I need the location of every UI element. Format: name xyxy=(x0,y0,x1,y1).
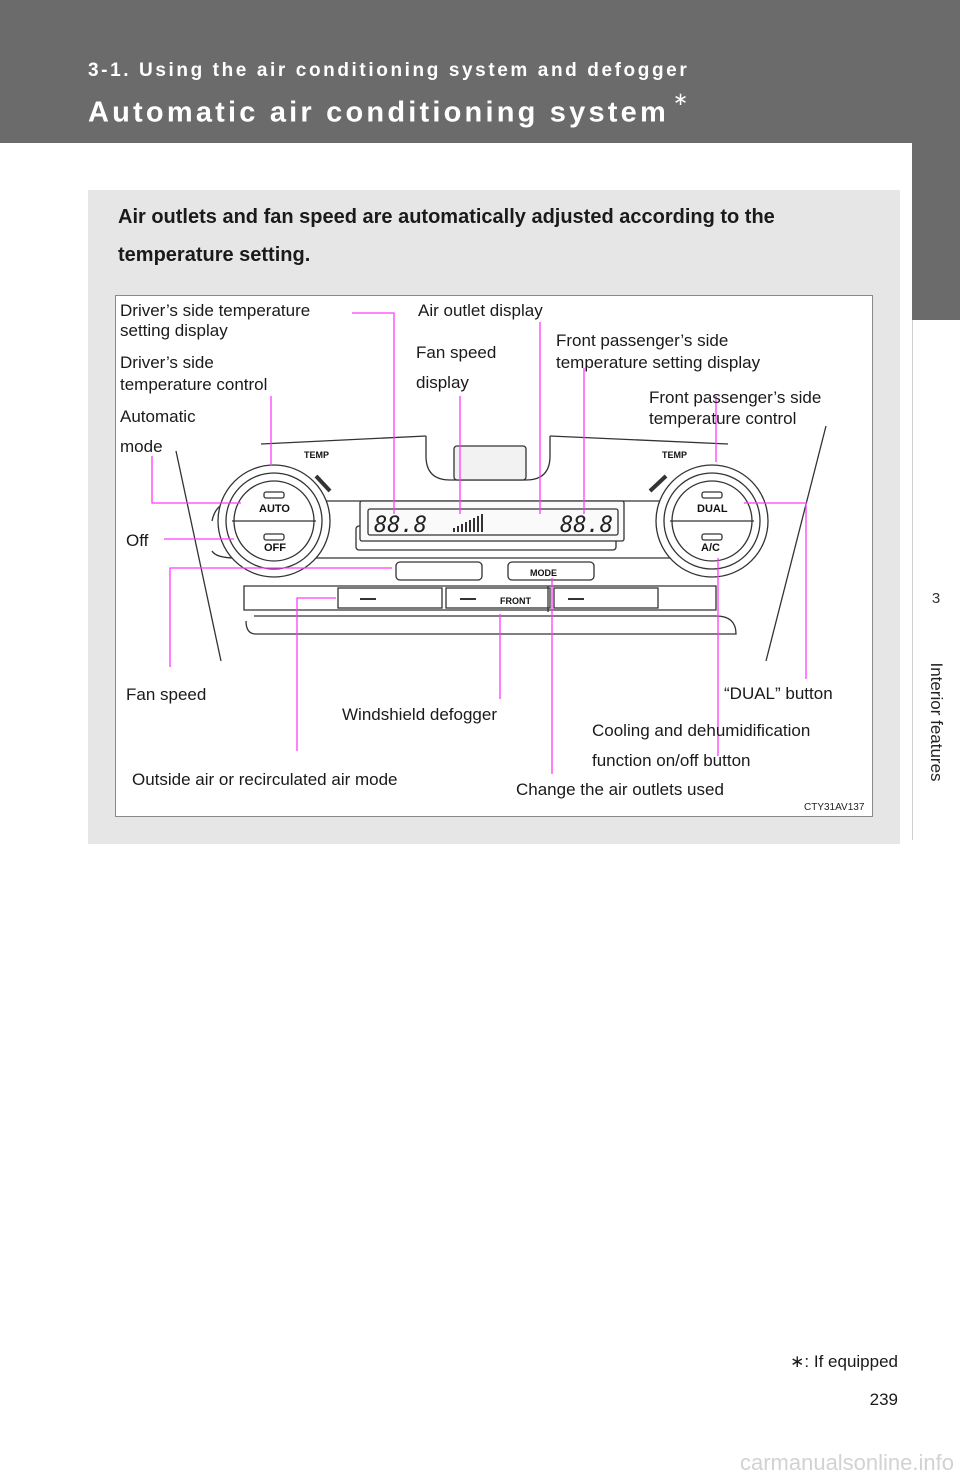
page-header: 3-1. Using the air conditioning system a… xyxy=(0,0,960,143)
page-title: Automatic air conditioning system∗ xyxy=(88,89,688,130)
chapter-number: 3 xyxy=(931,590,941,607)
callout-automatic-mode-1: Automatic xyxy=(120,407,196,426)
page-number: 239 xyxy=(869,1390,898,1409)
ac-button-label: A/C xyxy=(701,542,720,554)
chapter-tab-panel xyxy=(912,320,960,840)
callout-passenger-temp-display-2: temperature setting display xyxy=(556,353,761,372)
callout-driver-temp-display-2: setting display xyxy=(120,321,228,340)
control-panel-figure: TEMP TEMP AUTO OFF DUAL A/C MODE FRONT 8… xyxy=(115,295,873,817)
dual-button-label: DUAL xyxy=(697,503,728,515)
chapter-label: Interior features xyxy=(927,662,946,782)
callout-windshield-defogger: Windshield defogger xyxy=(342,705,497,724)
control-panel-illustration: TEMP TEMP AUTO OFF DUAL A/C MODE FRONT 8… xyxy=(120,301,865,813)
callout-cooling-1: Cooling and dehumidification xyxy=(592,721,810,740)
callout-cooling-2: function on/off button xyxy=(592,751,750,770)
footnote: ∗: If equipped xyxy=(790,1352,898,1371)
callout-fan-speed-display-1: Fan speed xyxy=(416,343,496,362)
callout-dual-button: “DUAL” button xyxy=(724,684,833,703)
callout-fan-speed: Fan speed xyxy=(126,685,206,704)
callout-passenger-temp-display-1: Front passenger’s side xyxy=(556,331,728,350)
section-title: 3-1. Using the air conditioning system a… xyxy=(88,60,690,81)
if-equipped-mark: ∗ xyxy=(672,89,689,109)
lcd-left-temp: 88.8 xyxy=(374,513,427,538)
callout-passenger-temp-control-2: temperature control xyxy=(649,409,796,428)
intro-text: Air outlets and fan speed are automatica… xyxy=(118,206,775,266)
figure-id: CTY31AV137 xyxy=(804,802,865,813)
callout-air-outlet-display: Air outlet display xyxy=(418,301,543,320)
lcd-right-temp: 88.8 xyxy=(560,513,613,538)
callout-automatic-mode-2: mode xyxy=(120,437,163,456)
watermark: carmanualsonline.info xyxy=(739,1450,954,1475)
temp-label-right: TEMP xyxy=(662,450,687,460)
callout-driver-temp-control-2: temperature control xyxy=(120,375,267,394)
control-panel-drawing xyxy=(175,425,827,662)
page-title-text: Automatic air conditioning system xyxy=(88,96,669,129)
callout-outside-air: Outside air or recirculated air mode xyxy=(132,770,398,789)
callout-off: Off xyxy=(126,531,149,550)
off-button-label: OFF xyxy=(264,542,286,554)
callout-driver-temp-display-1: Driver’s side temperature xyxy=(120,301,310,320)
callout-passenger-temp-control-1: Front passenger’s side xyxy=(649,388,821,407)
callout-lines xyxy=(151,312,807,774)
auto-button-label: AUTO xyxy=(259,503,290,515)
callout-change-outlets: Change the air outlets used xyxy=(516,780,724,799)
callout-driver-temp-control-1: Driver’s side xyxy=(120,353,214,372)
callout-fan-speed-display-2: display xyxy=(416,373,469,392)
mode-button-label: MODE xyxy=(530,568,557,578)
temp-label-left: TEMP xyxy=(304,450,329,460)
front-defogger-label: FRONT xyxy=(500,596,531,606)
